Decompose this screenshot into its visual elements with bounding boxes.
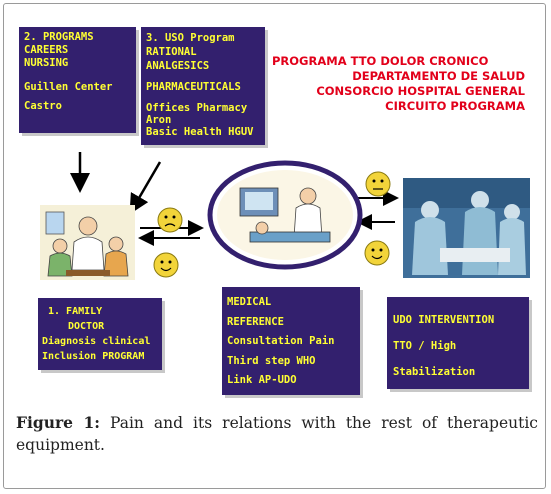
medical-line: Third step WHO <box>227 354 316 367</box>
happy-face-icon <box>364 240 390 266</box>
surgery-photo <box>403 178 530 278</box>
figure-caption-text: Pain and its relations with the rest of … <box>16 414 538 454</box>
title-line: DEPARTAMENTO DE SALUD <box>352 69 525 83</box>
udo-intervention-box: UDO INTERVENTION TTO / High Stabilizatio… <box>387 297 529 389</box>
family-doctor-box: 1. FAMILY DOCTOR Diagnosis clinical Incl… <box>38 298 162 370</box>
family-doctor-line: Inclusion PROGRAM <box>42 351 145 362</box>
programs-line: Castro <box>24 100 62 112</box>
family-doctor-line: DOCTOR <box>68 321 105 332</box>
uso-line: Basic Health HGUV <box>146 126 254 138</box>
uso-line: PHARMACEUTICALS <box>146 81 241 93</box>
figure-frame <box>3 3 546 489</box>
programs-line: NURSING <box>24 57 69 69</box>
udo-title: UDO INTERVENTION <box>393 314 495 326</box>
figure-label: Figure 1: <box>16 413 100 432</box>
title-line: PROGRAMA TTO DOLOR CRONICO <box>272 54 489 68</box>
medical-title: MEDICAL <box>227 296 272 308</box>
medical-consultation-illustration <box>207 160 363 270</box>
uso-line: RATIONAL <box>146 46 197 58</box>
uso-line: Aron <box>146 114 172 126</box>
sad-face-icon <box>157 207 183 233</box>
uso-program-box: 3. USO Program RATIONAL ANALGESICS PHARM… <box>141 27 265 145</box>
uso-line: Offices Pharmacy <box>146 102 248 114</box>
arrow-uso-to-doctor <box>129 161 162 215</box>
uso-title: 3. USO Program <box>146 32 235 44</box>
family-doctor-illustration <box>40 205 135 280</box>
udo-line: TTO / High <box>393 340 457 352</box>
medical-line: Consultation Pain <box>227 335 335 347</box>
medical-line: Link AP-UDO <box>227 374 297 386</box>
happy-face-icon <box>153 252 179 278</box>
programs-box: 2. PROGRAMS CAREERS NURSING Guillen Cent… <box>19 27 136 133</box>
programs-line: CAREERS <box>24 44 69 56</box>
program-title: PROGRAMA TTO DOLOR CRONICO DEPARTAMENTO … <box>272 54 525 114</box>
title-line: CONSORCIO HOSPITAL GENERAL <box>316 84 525 98</box>
medical-line: REFERENCE <box>227 315 284 328</box>
neutral-face-icon <box>365 171 391 197</box>
medical-reference-box: MEDICAL REFERENCE Consultation Pain Thir… <box>222 287 360 395</box>
udo-line: Stabilization <box>393 366 476 378</box>
figure-caption: Figure 1: Pain and its relations with th… <box>16 412 538 456</box>
title-line: CIRCUITO PROGRAMA <box>385 99 525 113</box>
uso-line: ANALGESICS <box>146 60 210 72</box>
family-doctor-line: Diagnosis clinical <box>42 336 151 347</box>
programs-title: 2. PROGRAMS <box>24 31 94 43</box>
family-doctor-title: 1. FAMILY <box>48 306 103 317</box>
programs-line: Guillen Center <box>24 81 113 93</box>
